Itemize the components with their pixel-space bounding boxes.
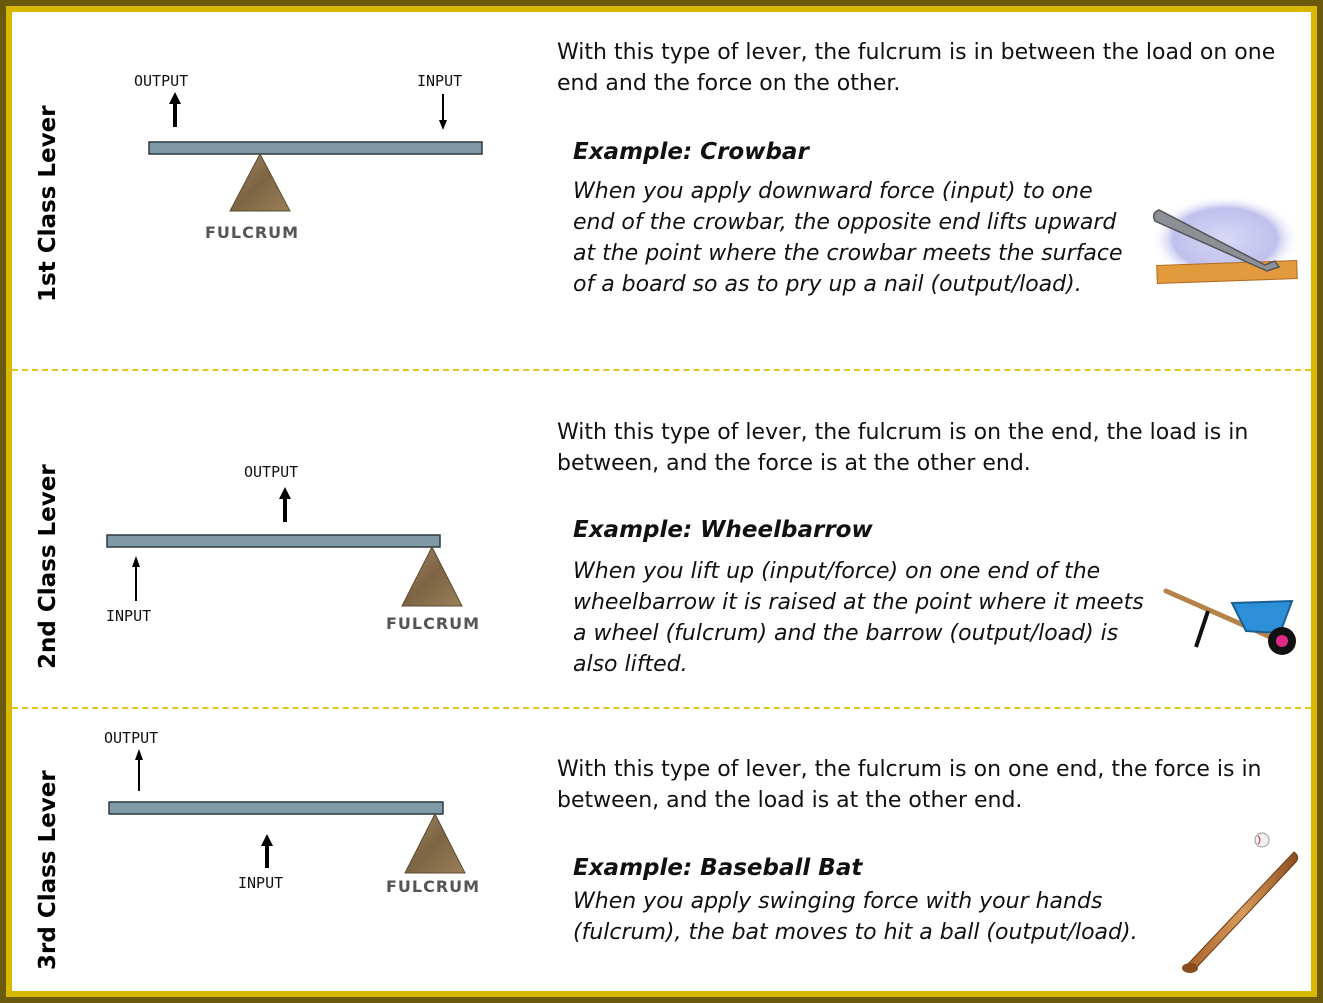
input-arrow-icon: [261, 834, 273, 868]
section-divider: [12, 707, 1311, 709]
output-arrow-icon: [279, 487, 291, 522]
lever-beam: [148, 141, 483, 155]
fulcrum-triangle: [401, 545, 463, 607]
first-class-lever-diagram: OUTPUT INPUT FULCRUM: [134, 72, 483, 242]
output-label: OUTPUT: [244, 463, 298, 481]
section-divider: [12, 369, 1311, 371]
fulcrum-label: FULCRUM: [205, 223, 299, 242]
lever-beam: [106, 534, 441, 548]
lever-description: With this type of lever, the fulcrum is …: [557, 40, 1276, 96]
output-arrow-icon: [169, 92, 181, 127]
fulcrum-label: FULCRUM: [386, 877, 480, 896]
third-class-lever-diagram: OUTPUT INPUT FULCRUM: [104, 729, 480, 896]
fulcrum-triangle: [404, 812, 466, 874]
input-label: INPUT: [417, 72, 462, 90]
lever-beam: [108, 801, 444, 815]
example-text: When you apply downward force (input) to…: [573, 179, 1123, 297]
wheelbarrow-icon: [1163, 588, 1296, 655]
second-class-lever-panel: 2nd Class Lever OUTPUT INPUT FULC: [12, 369, 1311, 707]
example-title: Example: Wheelbarrow: [573, 517, 873, 543]
example-text: When you apply swinging force with your …: [573, 889, 1138, 945]
fulcrum-label: FULCRUM: [386, 614, 480, 633]
lever-description: With this type of lever, the fulcrum is …: [557, 420, 1249, 476]
output-label: OUTPUT: [104, 729, 158, 747]
crowbar-icon: [1151, 195, 1299, 284]
output-arrow-icon: [135, 749, 143, 791]
first-class-lever-panel: 1st Class Lever OUTPUT INPUT FULC: [12, 12, 1311, 369]
lever-description: With this type of lever, the fulcrum is …: [557, 757, 1262, 813]
output-label: OUTPUT: [134, 72, 188, 90]
baseball-bat-icon: [1182, 832, 1299, 973]
input-arrow-icon: [132, 556, 140, 601]
example-text: When you lift up (input/force) on one en…: [573, 559, 1144, 677]
third-class-lever-panel: 3rd Class Lever OUTPUT INPUT FULC: [12, 707, 1311, 991]
input-label: INPUT: [238, 874, 283, 892]
content-frame: 1st Class Lever OUTPUT INPUT FULC: [6, 6, 1317, 997]
second-class-lever-diagram: OUTPUT INPUT FULCRUM: [106, 463, 480, 633]
example-title: Example: Crowbar: [573, 139, 809, 165]
fulcrum-triangle: [229, 152, 291, 212]
input-arrow-icon: [439, 94, 447, 130]
input-label: INPUT: [106, 607, 151, 625]
example-title: Example: Baseball Bat: [573, 855, 863, 881]
